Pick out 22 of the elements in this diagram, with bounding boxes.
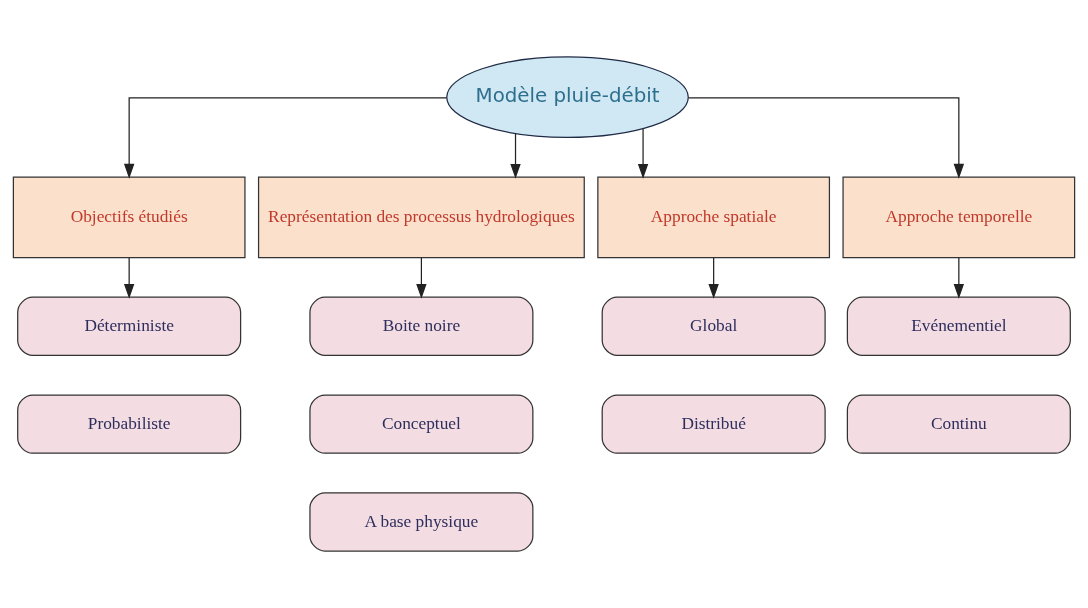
arrow bbox=[416, 257, 427, 299]
arrow bbox=[688, 97, 965, 179]
arrow bbox=[708, 257, 719, 299]
node-box: Evénementiel bbox=[846, 296, 1071, 356]
node-box: Approche spatiale bbox=[597, 176, 831, 259]
arrow bbox=[123, 257, 135, 299]
arrow bbox=[637, 128, 649, 179]
node-box: Objectifs étudiés bbox=[12, 176, 246, 259]
arrow bbox=[510, 132, 521, 179]
arrow bbox=[953, 257, 965, 299]
node-box: Probabiliste bbox=[17, 394, 242, 454]
node-box: Conceptuel bbox=[309, 394, 534, 454]
node-box: Continu bbox=[846, 394, 1071, 454]
node-ellipse: Modèle pluie-débit bbox=[446, 56, 689, 139]
arrow bbox=[123, 97, 448, 179]
node-box: Déterministe bbox=[17, 296, 242, 356]
node-box: Boite noire bbox=[309, 296, 534, 356]
node-box: Représentation des processus hydrologiques bbox=[257, 176, 585, 259]
node-box: Global bbox=[601, 296, 826, 356]
node-box: Approche temporelle bbox=[842, 176, 1076, 259]
node-box: Distribué bbox=[601, 394, 826, 454]
node-box: A base physique bbox=[309, 492, 534, 552]
